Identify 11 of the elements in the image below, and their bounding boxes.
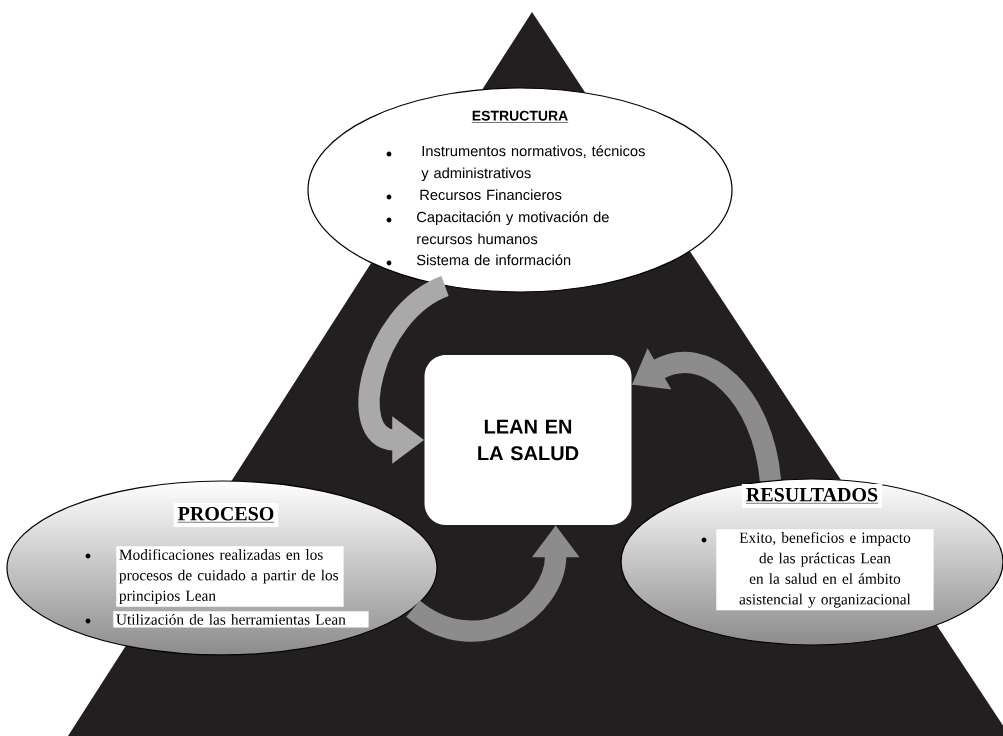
bullet-item: Sistema de información — [386, 254, 571, 266]
heading: RESULTADOS — [741, 483, 883, 509]
bullet-item: Instrumentos normativos, técnicos y administrativos — [386, 145, 645, 182]
bullet-item: Capacitación y motivación de recursos humanos — [386, 211, 609, 245]
bullet-item: Utilización de las herramientas Lean — [85, 611, 369, 628]
bullet-item: Exito, beneficios e impacto de las prácticas Lean en la salud en el ámbito asistencial y organizacional — [701, 529, 934, 611]
bullet-item: Recursos Financieros — [386, 189, 562, 201]
center-box: LEAN EN LA SALUD — [424, 355, 632, 525]
heading: PROCESO — [173, 502, 279, 528]
bullet-item: Modificaciones realizadas en los procesos de cuidado a partir de los principios Lean — [85, 546, 344, 607]
heading: ESTRUCTURA — [471, 110, 569, 123]
